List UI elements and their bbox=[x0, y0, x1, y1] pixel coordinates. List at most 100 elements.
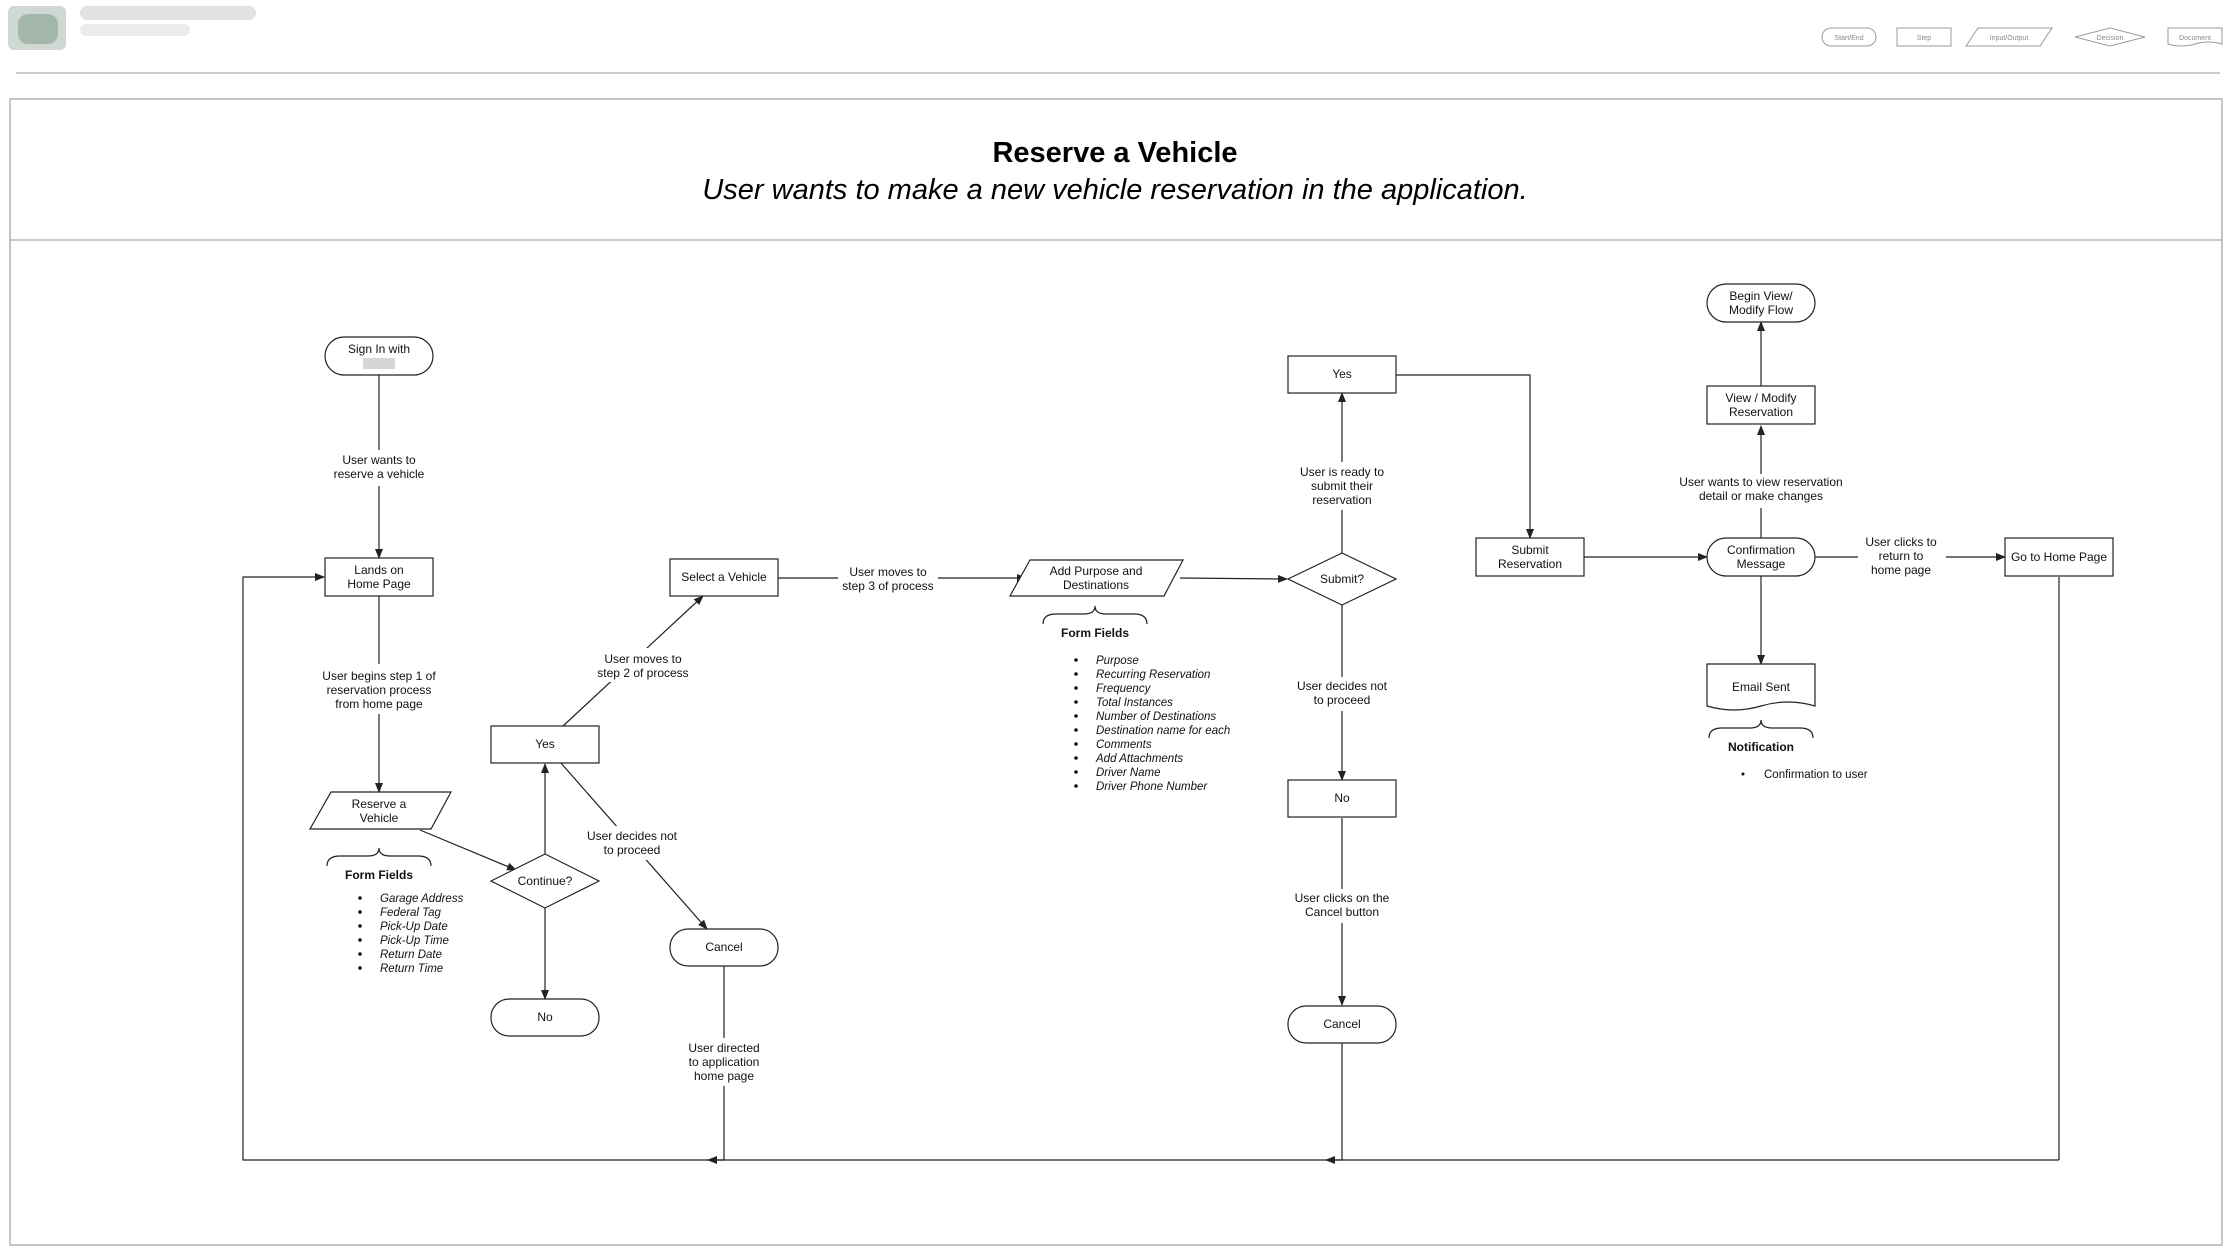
node-go-home: Go to Home Page bbox=[2004, 537, 2114, 577]
node-confirmation-line1: Confirmation bbox=[1727, 543, 1795, 557]
label-clicks-cancel-2: Cancel button bbox=[1305, 905, 1379, 919]
diagram-title: Reserve a Vehicle bbox=[992, 137, 1237, 169]
list-item: Driver Name bbox=[1096, 767, 1161, 779]
label-clicks-return-1: User clicks to bbox=[1865, 535, 1937, 549]
edge-labels: User wants to reserve a vehicle User beg… bbox=[315, 450, 1946, 1086]
node-yes-2: Yes bbox=[1287, 355, 1397, 394]
edge-purpose-to-submit bbox=[1179, 574, 1288, 583]
legend-document: Document bbox=[2167, 27, 2223, 47]
edge-return-bottom-left bbox=[242, 573, 724, 1161]
step1-fields-list: Garage Address Federal Tag Pick-Up Date … bbox=[358, 893, 464, 975]
node-yes-1-label: Yes bbox=[535, 737, 555, 751]
legend-label-decision: Decision bbox=[2097, 35, 2124, 42]
node-view-modify-line1: View / Modify bbox=[1725, 391, 1796, 405]
legend-label-document: Document bbox=[2179, 35, 2211, 42]
node-cancel-2-label: Cancel bbox=[1323, 1017, 1360, 1031]
annotation-notification: Notification Confirmation to user bbox=[1708, 719, 1868, 781]
list-item: Total Instances bbox=[1096, 697, 1173, 709]
legend-step: Step bbox=[1896, 27, 1952, 47]
label-wants-reserve-1: User wants to bbox=[342, 453, 416, 467]
annotation-step3-fields: Form Fields Purpose Recurring Reservatio… bbox=[1042, 605, 1230, 793]
list-item: Pick-Up Date bbox=[380, 921, 448, 933]
label-decides-not2-1: User decides not bbox=[1297, 679, 1388, 693]
legend-label-start-end: Start/End bbox=[1834, 35, 1863, 42]
node-select-vehicle: Select a Vehicle bbox=[669, 558, 779, 597]
label-begins-step1-1: User begins step 1 of bbox=[322, 669, 436, 683]
diagram-frame bbox=[9, 98, 2223, 1246]
label-wants-view-2: detail or make changes bbox=[1699, 489, 1823, 503]
edge-yes2-to-submit-res bbox=[1396, 374, 1534, 539]
node-no-2-label: No bbox=[1334, 791, 1350, 805]
list-item: Number of Destinations bbox=[1096, 711, 1216, 723]
node-email-sent-label: Email Sent bbox=[1732, 680, 1791, 694]
label-decides-not1-2: to proceed bbox=[604, 843, 661, 857]
list-item: Return Time bbox=[380, 963, 443, 975]
label-begins-step1-2: reservation process bbox=[327, 683, 432, 697]
brace-notification bbox=[1708, 719, 1814, 739]
label-ready-submit-2: submit their bbox=[1311, 479, 1373, 493]
node-home-page: Lands on Home Page bbox=[324, 557, 434, 597]
blurred-logo bbox=[8, 6, 256, 50]
node-cancel-1-label: Cancel bbox=[705, 940, 742, 954]
list-item: Purpose bbox=[1096, 655, 1139, 667]
node-home-page-line1: Lands on bbox=[354, 563, 403, 577]
node-sign-in-label: Sign In with bbox=[348, 342, 410, 356]
node-purpose-line2: Destinations bbox=[1063, 578, 1129, 592]
list-item: Driver Phone Number bbox=[1096, 781, 1208, 793]
node-submit-res-line1: Submit bbox=[1511, 543, 1549, 557]
node-continue-decision: Continue? bbox=[489, 853, 601, 909]
node-submit-label: Submit? bbox=[1320, 572, 1364, 586]
notification-heading: Notification bbox=[1728, 740, 1794, 754]
node-add-purpose: Add Purpose and Destinations bbox=[1008, 559, 1184, 597]
label-ready-submit-1: User is ready to bbox=[1300, 465, 1384, 479]
label-moves-step3-1: User moves to bbox=[849, 565, 927, 579]
list-item: Garage Address bbox=[380, 893, 464, 905]
legend-label-input-output: Input/Output bbox=[1990, 35, 2029, 42]
node-reserve-line1: Reserve a bbox=[352, 797, 407, 811]
node-no-1: No bbox=[490, 998, 600, 1037]
shape-legend: Start/End Step Input/Output Decision Doc… bbox=[1821, 27, 2223, 47]
step3-fields-list: Purpose Recurring Reservation Frequency … bbox=[1074, 655, 1230, 793]
label-clicks-return-3: home page bbox=[1871, 563, 1931, 577]
label-directed-home-3: home page bbox=[694, 1069, 754, 1083]
step1-fields-heading: Form Fields bbox=[345, 868, 413, 882]
label-wants-reserve-2: reserve a vehicle bbox=[334, 467, 425, 481]
list-item: Confirmation to user bbox=[1764, 769, 1868, 781]
list-item: Federal Tag bbox=[380, 907, 442, 919]
node-begin-view-flow: Begin View/ Modify Flow bbox=[1706, 283, 1816, 323]
label-decides-not2-2: to proceed bbox=[1314, 693, 1371, 707]
node-email-sent: Email Sent bbox=[1706, 663, 1816, 711]
node-no-2: No bbox=[1287, 779, 1397, 818]
label-ready-submit-3: reservation bbox=[1312, 493, 1371, 507]
diagram-subtitle: User wants to make a new vehicle reserva… bbox=[702, 174, 1527, 206]
annotation-step1-fields: Form Fields Garage Address Federal Tag P… bbox=[326, 847, 464, 975]
brace-step3 bbox=[1042, 605, 1148, 625]
node-no-1-label: No bbox=[537, 1010, 553, 1024]
node-confirmation: Confirmation Message bbox=[1706, 537, 1816, 577]
node-view-modify: View / Modify Reservation bbox=[1706, 385, 1816, 425]
label-clicks-cancel-1: User clicks on the bbox=[1295, 891, 1390, 905]
list-item: Destination name for each bbox=[1096, 725, 1230, 737]
node-view-modify-line2: Reservation bbox=[1729, 405, 1793, 419]
node-continue-label: Continue? bbox=[518, 874, 573, 888]
legend-label-step: Step bbox=[1917, 35, 1932, 42]
label-directed-home-2: to application bbox=[689, 1055, 760, 1069]
list-item: Pick-Up Time bbox=[380, 935, 449, 947]
node-begin-view-line2: Modify Flow bbox=[1729, 303, 1793, 317]
node-go-home-label: Go to Home Page bbox=[2011, 550, 2107, 564]
legend-start-end: Start/End bbox=[1821, 27, 1877, 47]
list-item: Add Attachments bbox=[1095, 753, 1183, 765]
label-moves-step3-2: step 3 of process bbox=[842, 579, 933, 593]
legend-decision: Decision bbox=[2074, 27, 2146, 47]
node-home-page-line2: Home Page bbox=[347, 577, 411, 591]
node-reserve-line2: Vehicle bbox=[360, 811, 399, 825]
label-clicks-return-2: return to bbox=[1879, 549, 1924, 563]
label-wants-view-1: User wants to view reservation bbox=[1679, 475, 1842, 489]
node-cancel-2: Cancel bbox=[1287, 1005, 1397, 1044]
label-decides-not1-1: User decides not bbox=[587, 829, 678, 843]
list-item: Recurring Reservation bbox=[1096, 669, 1210, 681]
node-reserve-vehicle: Reserve a Vehicle bbox=[308, 791, 453, 830]
edge-reserve-to-continue bbox=[419, 829, 517, 871]
node-submit-res-line2: Reservation bbox=[1498, 557, 1562, 571]
